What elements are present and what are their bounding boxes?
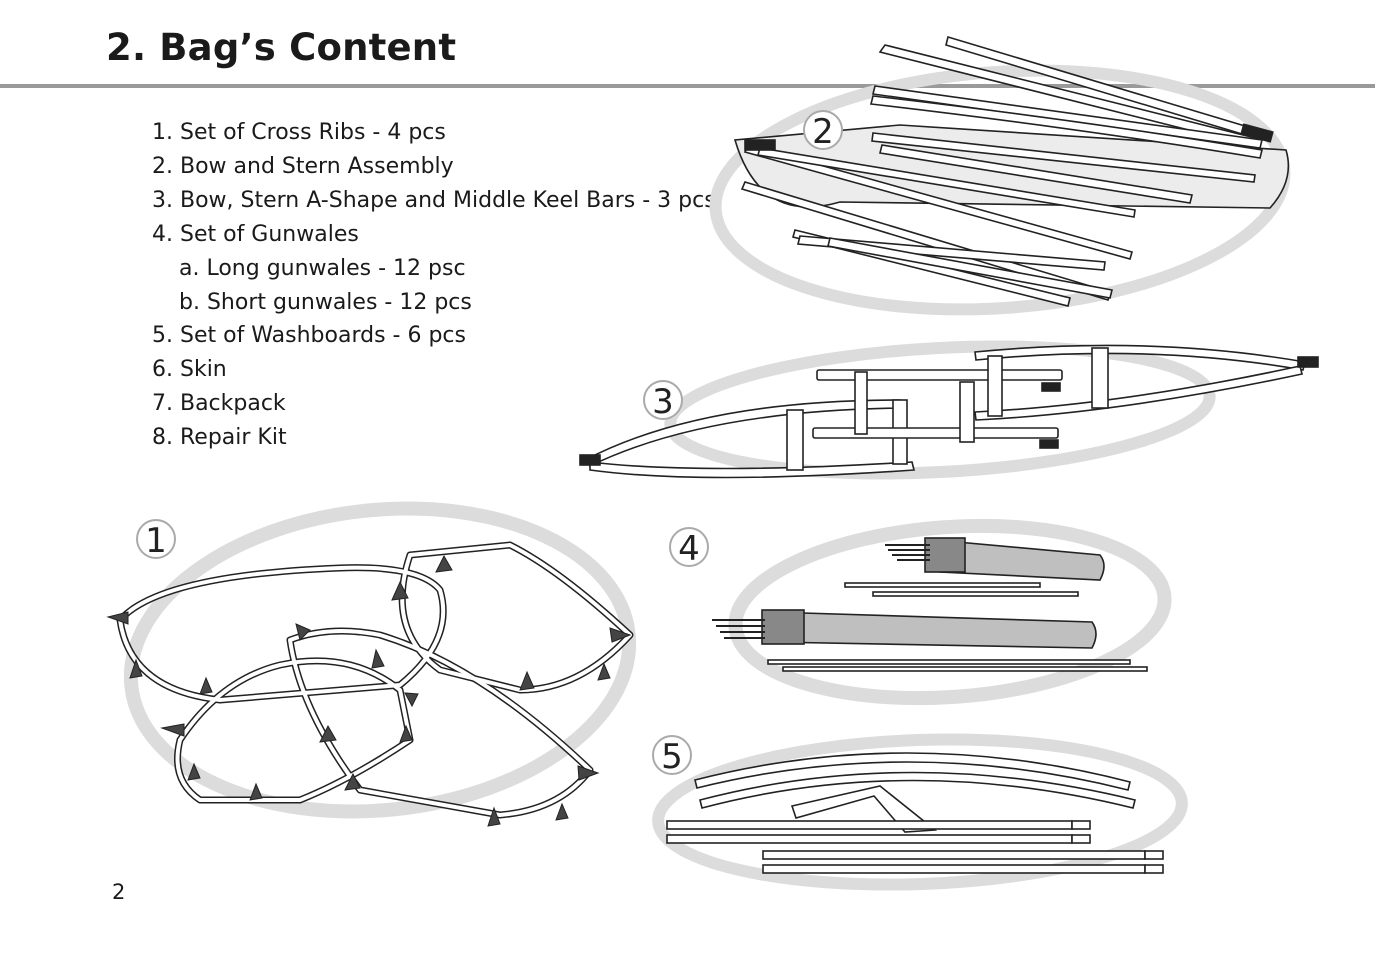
list-item: 4. Set of Gunwales <box>152 221 359 247</box>
list-item: 2. Bow and Stern Assembly <box>152 153 454 179</box>
a-shape-keel-bars-drawing <box>579 344 1319 479</box>
callout-4: 4 <box>678 529 700 569</box>
list-item: 8. Repair Kit <box>152 425 287 451</box>
callout-circle <box>803 110 843 150</box>
list-item: 3. Bow, Stern A-Shape and Middle Keel Ba… <box>152 187 716 213</box>
callout-2: 2 <box>812 112 834 152</box>
contents-list: 1. Set of Cross Ribs - 4 pcs 2. Bow and … <box>152 116 716 455</box>
callout-1: 1 <box>145 521 167 561</box>
list-item: 1. Set of Cross Ribs - 4 pcs <box>152 120 446 145</box>
rib-joints <box>106 554 632 827</box>
callout-3: 3 <box>652 382 674 422</box>
header-rule <box>0 84 1375 88</box>
list-item: 5. Set of Washboards - 6 pcs <box>152 323 466 349</box>
callout-circle <box>643 380 683 420</box>
list-subitem: a. Long gunwales - 12 psc <box>179 255 466 281</box>
page-number: 2 <box>112 880 126 904</box>
gunwales-drawing <box>712 537 1148 672</box>
callout-circle <box>669 527 709 567</box>
page-title: 2. Bag’s Content <box>106 26 457 69</box>
bow-stern-assembly-drawing <box>733 35 1290 307</box>
callout-circle <box>136 519 176 559</box>
list-item: 6. Skin <box>152 357 227 383</box>
washboards-drawing <box>666 752 1164 874</box>
list-item: 7. Backpack <box>152 391 286 417</box>
callout-circle <box>652 735 692 775</box>
list-subitem: b. Short gunwales - 12 pcs <box>179 289 472 315</box>
callout-5: 5 <box>661 737 683 777</box>
